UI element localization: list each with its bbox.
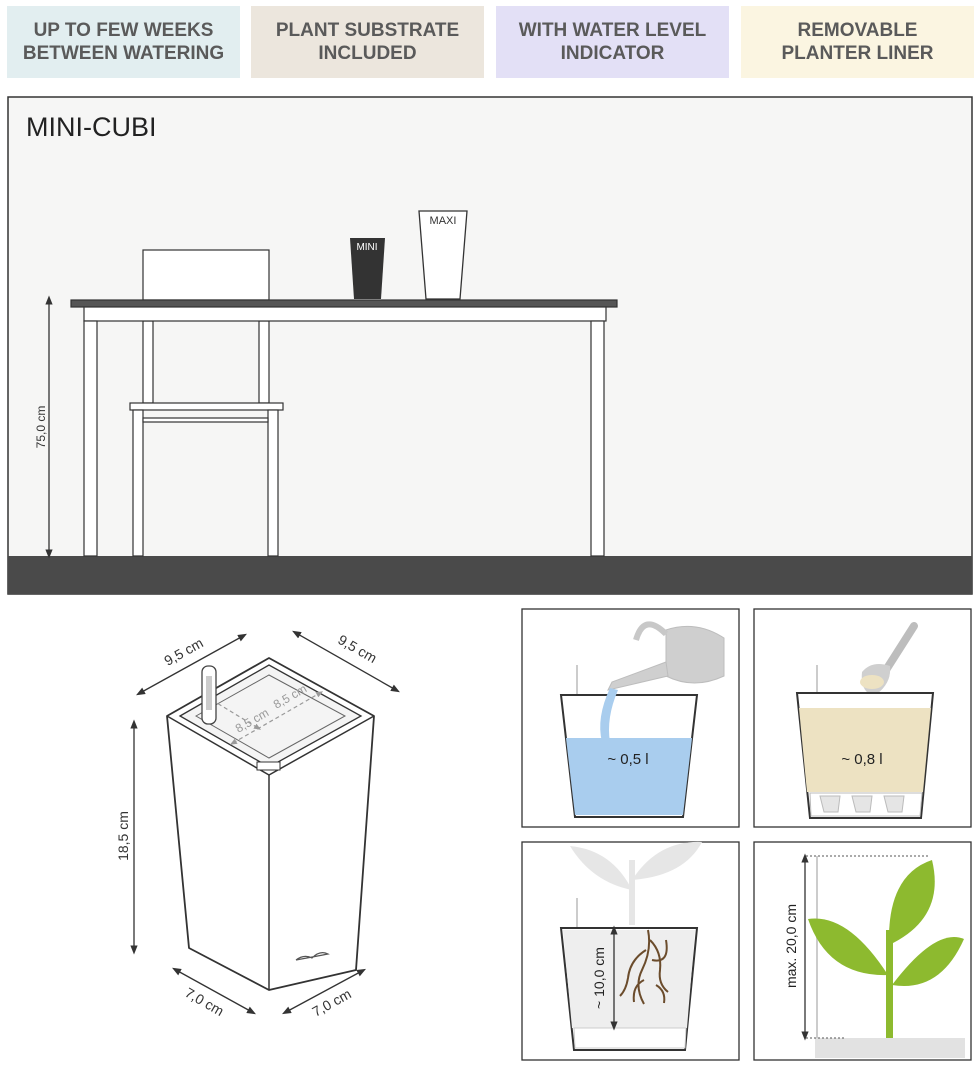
trowel-icon <box>860 622 918 696</box>
planter-drawing: 8,5 cm 8,5 cm 9,5 cm 9,5 cm 18,5 cm 7,0 … <box>115 630 400 1020</box>
table <box>70 299 618 557</box>
panel-plant-height: max. 20,0 cm <box>753 841 972 1061</box>
bottom-left-dim-label: 7,0 cm <box>182 984 226 1019</box>
maxi-pot-label: MAXI <box>430 215 457 227</box>
top-left-dim-arrow <box>136 633 247 696</box>
panel-substrate: ~ 0,8 l <box>753 608 972 828</box>
leaf-plant-icon <box>808 860 964 1038</box>
roots-icon <box>619 929 669 1005</box>
watering-can-icon <box>607 621 725 691</box>
water-stream <box>600 688 618 742</box>
inner-dim-a-line <box>229 691 324 745</box>
room-scene: MINI-CUBI 75,0 cm MINI MAXI <box>7 96 973 595</box>
substrate-fill <box>799 708 931 792</box>
height-dim-label: 18,5 cm <box>115 811 131 861</box>
feature-badge-label: WITH WATER LEVEL INDICATOR <box>518 20 707 64</box>
faded-plant-icon <box>570 841 702 925</box>
panel-roots: ~ 10,0 cm <box>521 841 740 1061</box>
bottom-left-dim-arrow <box>172 967 256 1015</box>
feature-badge-watering: UP TO FEW WEEKS BETWEEN WATERING <box>7 6 240 78</box>
water-volume-label: ~ 0,5 l <box>607 751 648 768</box>
brand-logo-icon <box>295 952 330 961</box>
floor <box>8 556 972 594</box>
max-height-label: max. 20,0 cm <box>783 904 799 988</box>
water-fill <box>566 738 692 815</box>
feature-badge-label: PLANT SUBSTRATE INCLUDED <box>275 20 460 64</box>
panel-watering: ~ 0,5 l <box>521 608 740 828</box>
top-left-dim-label: 9,5 cm <box>161 634 206 668</box>
feature-badge-label: REMOVABLE PLANTER LINER <box>781 20 934 64</box>
mini-pot <box>350 238 385 299</box>
root-depth-label: ~ 10,0 cm <box>591 947 607 1009</box>
scene-title: MINI-CUBI <box>26 112 157 142</box>
feature-badge-water-level: WITH WATER LEVEL INDICATOR <box>496 6 729 78</box>
bottom-right-dim-label: 7,0 cm <box>309 985 354 1019</box>
wall-background <box>7 96 973 595</box>
top-right-dim-arrow <box>292 630 400 693</box>
table-height-label: 75,0 cm <box>34 406 48 449</box>
feature-badge-liner: REMOVABLE PLANTER LINER <box>741 6 974 78</box>
top-right-dim-label: 9,5 cm <box>335 631 379 666</box>
inner-dim-b-line <box>208 698 262 730</box>
chair-back <box>142 249 270 301</box>
mini-pot-label: MINI <box>356 242 377 253</box>
feature-badge-label: UP TO FEW WEEKS BETWEEN WATERING <box>22 20 225 64</box>
substrate-volume-label: ~ 0,8 l <box>841 751 882 768</box>
maxi-pot <box>418 210 468 300</box>
bottom-right-dim-arrow <box>281 968 367 1015</box>
feature-badge-substrate: PLANT SUBSTRATE INCLUDED <box>251 6 484 78</box>
